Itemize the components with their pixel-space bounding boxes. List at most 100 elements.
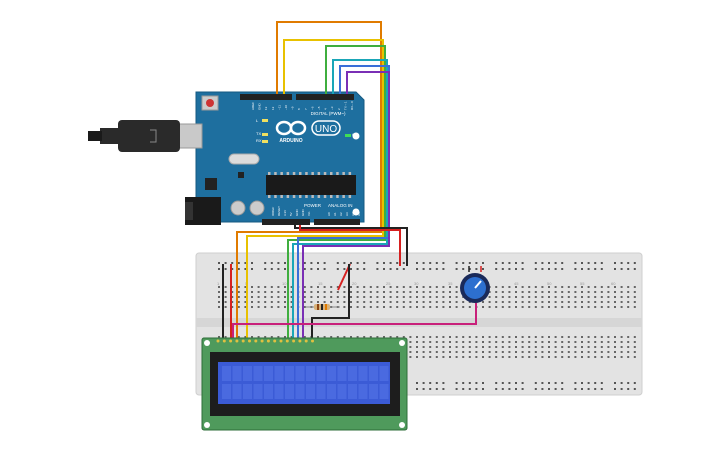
analog-pin-label: A3 [345, 212, 349, 216]
lcd-cell [264, 384, 273, 399]
hole [468, 356, 471, 358]
hole [508, 301, 511, 303]
power-wires[interactable] [222, 225, 477, 340]
lcd-16x2-module[interactable] [201, 337, 408, 431]
hole [574, 356, 577, 358]
hole [224, 286, 227, 288]
hole [614, 346, 616, 348]
hole [442, 351, 445, 353]
hole [416, 341, 418, 343]
hole [356, 296, 359, 298]
hole [224, 306, 227, 308]
hole [600, 341, 603, 343]
hole [614, 351, 616, 353]
hole [336, 286, 339, 288]
hole [508, 336, 511, 338]
rail-hole [468, 388, 471, 390]
hole [468, 306, 471, 308]
hole [264, 336, 267, 338]
hole [218, 336, 220, 338]
lcd-pin [279, 339, 283, 343]
hole [442, 286, 445, 288]
rail-hole [495, 262, 498, 264]
rail-hole [343, 262, 346, 264]
rail-hole [594, 382, 597, 384]
lcd-cell [295, 384, 305, 399]
hole [587, 291, 590, 293]
hole [574, 296, 577, 298]
hole [508, 341, 511, 343]
hole [455, 296, 458, 298]
hole [409, 301, 412, 303]
hole [561, 291, 564, 293]
hole [541, 346, 544, 348]
hole [561, 301, 564, 303]
lcd-cell [285, 384, 294, 399]
hole [251, 336, 253, 338]
rail-hole [541, 382, 544, 384]
rail-hole [310, 268, 313, 270]
hole [429, 296, 432, 298]
hole [435, 351, 438, 353]
rail-hole [336, 262, 339, 264]
hole [508, 356, 511, 358]
hole [587, 306, 590, 308]
reset-button-icon[interactable] [201, 95, 219, 111]
rail-hole [554, 268, 557, 270]
hole [528, 341, 531, 343]
rail-hole [600, 262, 603, 264]
power-pin-label: 3.3V [283, 210, 287, 216]
lcd-cell [369, 384, 378, 399]
hole [515, 351, 517, 353]
rail-hole [475, 262, 478, 264]
rail-hole [284, 262, 286, 264]
hole [581, 341, 583, 343]
hole [284, 336, 286, 338]
hole [442, 291, 445, 293]
rail-hole [389, 268, 392, 270]
rail-hole [363, 268, 366, 270]
hole [455, 351, 458, 353]
hole [455, 346, 458, 348]
hole [376, 286, 379, 288]
hole [554, 296, 557, 298]
signal-wires[interactable] [236, 21, 390, 340]
digital-pin-label: 7 [304, 108, 308, 110]
lcd-pin [222, 339, 226, 343]
hole [521, 356, 524, 358]
hole [416, 291, 418, 293]
hole [607, 341, 610, 343]
hole [574, 346, 577, 348]
rail-hole [356, 268, 359, 270]
hole [435, 341, 438, 343]
hole [449, 301, 451, 303]
rail-hole [224, 262, 227, 264]
rail-hole [508, 388, 511, 390]
hole [620, 291, 623, 293]
hole [614, 336, 616, 338]
potentiometer-icon[interactable] [460, 266, 490, 303]
hole [475, 351, 478, 353]
hole [409, 336, 412, 338]
hole [534, 306, 537, 308]
lcd-pin [304, 339, 308, 343]
arduino-uno-board[interactable]: UNO ARDUINO DIGITAL (PWM~) POWER ANALOG … [195, 91, 365, 225]
hole [495, 346, 498, 348]
hole [350, 301, 352, 303]
rail-hole [455, 388, 458, 390]
hole [224, 301, 227, 303]
hole [218, 291, 220, 293]
hole [633, 341, 636, 343]
rail-hole [633, 388, 636, 390]
hole [416, 286, 418, 288]
hole [554, 306, 557, 308]
hole [462, 346, 465, 348]
rail-hole [336, 268, 339, 270]
resistor-icon[interactable] [306, 304, 340, 310]
hole [528, 346, 531, 348]
rail-hole [561, 382, 564, 384]
hole [488, 351, 491, 353]
hole [541, 336, 544, 338]
hole [541, 356, 544, 358]
